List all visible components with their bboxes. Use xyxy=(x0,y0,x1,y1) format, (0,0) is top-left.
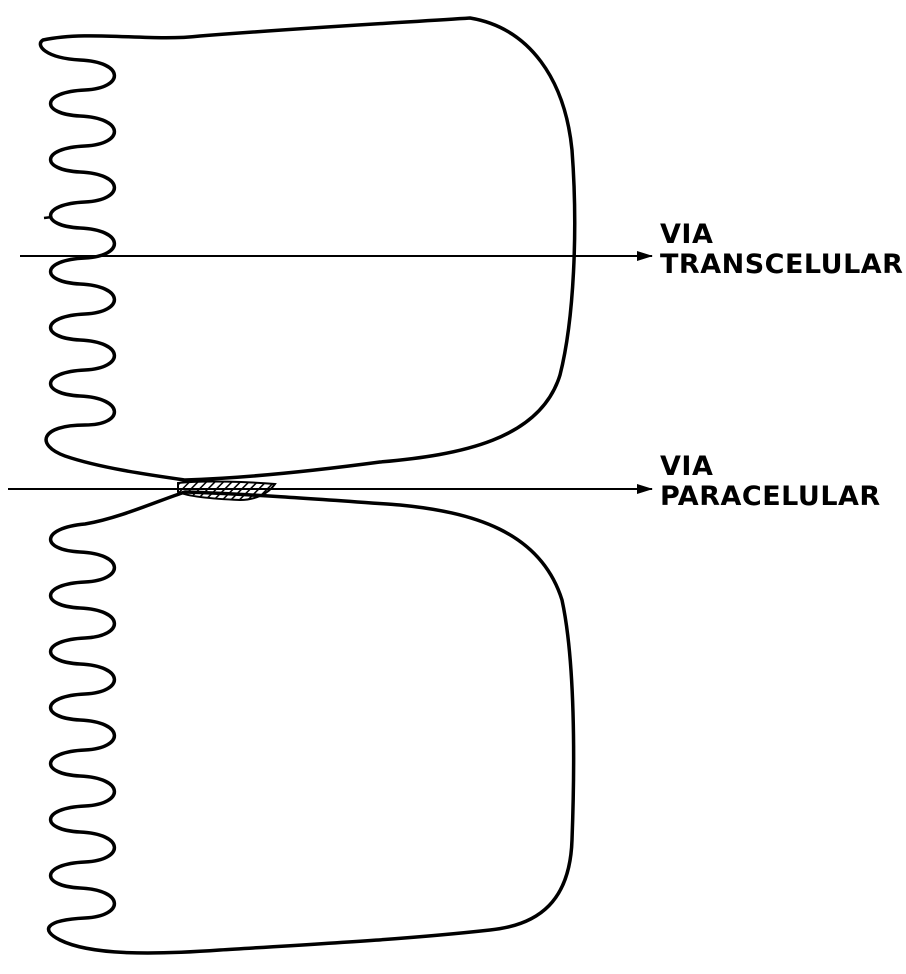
lower-cell-outline xyxy=(49,492,574,953)
transcellular-label: VIA TRANSCELULAR xyxy=(660,220,903,280)
stray-mark xyxy=(44,217,52,218)
paracellular-label-line2: PARACELULAR xyxy=(660,482,881,512)
transcellular-label-line1: VIA xyxy=(660,220,903,250)
transcellular-label-line2: TRANSCELULAR xyxy=(660,250,903,280)
paracellular-label: VIA PARACELULAR xyxy=(660,452,881,512)
upper-cell-outline xyxy=(40,18,574,480)
paracellular-label-line1: VIA xyxy=(660,452,881,482)
